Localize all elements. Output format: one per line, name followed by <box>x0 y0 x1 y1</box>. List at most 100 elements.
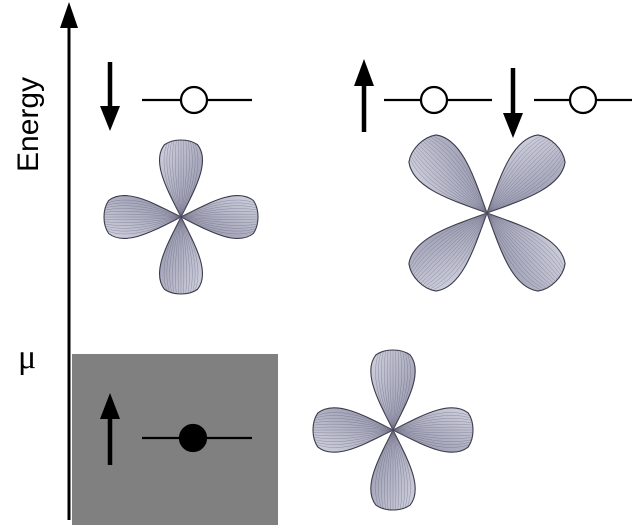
lobe-shading-line <box>413 151 488 214</box>
lobe-shading-line <box>180 141 193 218</box>
lobe-shading-line <box>104 216 182 223</box>
lobe-shading-line <box>486 212 541 291</box>
lobe-shading-line <box>392 353 411 431</box>
lobe-shading-line <box>180 140 185 218</box>
lobe-shading-line <box>410 212 488 270</box>
lobe-shading-line <box>180 143 199 218</box>
lobe-shading-line <box>427 138 488 214</box>
lobe-up <box>486 134 566 214</box>
lobe-shading-line <box>433 212 488 291</box>
lobe-shading-line <box>486 135 541 214</box>
lobe-shading-line <box>180 208 258 218</box>
lobe-shading-line <box>316 412 394 431</box>
lobe-shading-line <box>392 429 473 437</box>
lobe-shading-line <box>163 216 182 291</box>
d-orbital-upper-right <box>408 134 566 292</box>
lobe-shading-line <box>418 144 488 214</box>
lobe-shading-line <box>486 212 558 280</box>
lobe-left <box>312 407 395 453</box>
lobe-shading-line <box>486 151 561 214</box>
lobe-shading-line <box>392 423 473 431</box>
lobe-shading-line <box>105 216 182 229</box>
lobe-shading-line <box>412 153 488 214</box>
spin-up-arrowhead <box>354 59 374 86</box>
lobe-shading-line <box>413 212 488 275</box>
empty-state-circle <box>179 85 209 115</box>
lobe-shading-line <box>392 429 411 507</box>
lobe-shading-line <box>392 426 473 431</box>
lobe-shading-line <box>378 352 394 431</box>
level-upper-left <box>100 62 252 131</box>
lobe-shading-line <box>314 418 394 431</box>
lobe-shading-line <box>414 148 488 214</box>
energy-axis-label: Energy <box>12 77 45 172</box>
lobe-shading-line <box>384 429 394 509</box>
lobe-up <box>159 139 203 219</box>
lobe-shading-line <box>381 351 394 431</box>
lobe-shading-line <box>180 216 258 226</box>
lobe-shading-line <box>486 144 556 214</box>
lobe-shading-line <box>107 216 182 235</box>
lobe-shading-line <box>486 159 565 214</box>
spin-up-arrowhead <box>100 393 120 419</box>
lobe-shading-line <box>486 146 558 214</box>
lobe-shading-line <box>412 212 488 273</box>
lobe-shading-line <box>430 136 488 214</box>
lobe-shading-line <box>392 429 408 508</box>
lobe-shading-line <box>166 216 182 292</box>
lobe-shading-line <box>392 429 405 509</box>
lobe-shading-line <box>384 351 394 431</box>
lobe-shading-line <box>486 212 552 286</box>
lobe-shading-line <box>420 142 488 214</box>
d-orbital-upper-left <box>103 139 259 295</box>
lobe-shading-line <box>175 140 182 218</box>
lobe-shading-line <box>180 199 255 218</box>
lobe-shading-line <box>166 142 182 218</box>
lobe-shading-line <box>416 212 488 280</box>
lobe-shading-line <box>381 429 394 509</box>
lobe-shading-line <box>104 213 182 218</box>
lobe-shading-line <box>392 352 408 431</box>
lobe-shading-line <box>392 350 400 431</box>
lobe-shading-line <box>104 216 182 226</box>
lobe-shading-line <box>180 216 185 294</box>
lobe-shading-line <box>314 421 394 431</box>
energy-axis <box>60 2 78 520</box>
lobe-down <box>408 212 488 292</box>
lobe-shading-line <box>486 148 560 214</box>
lobe-shading-line <box>392 429 400 510</box>
lobe-shading-line <box>172 140 182 218</box>
lobe-right <box>179 195 259 239</box>
lobe-shading-line <box>313 423 394 431</box>
energy-axis-arrowhead <box>60 2 78 28</box>
lobe-shading-line <box>425 212 488 287</box>
lobe-shading-line <box>313 429 394 434</box>
lobe-shading-line <box>409 159 488 214</box>
lobe-shading-line <box>104 208 182 218</box>
lobe-shading-line <box>163 143 182 218</box>
lobe-down <box>159 215 203 295</box>
lobe-shading-line <box>486 212 560 278</box>
lobe-shading-line <box>180 216 258 223</box>
lobe-shading-line <box>486 212 554 284</box>
lobe-shading-line <box>180 216 196 292</box>
lobe-shading-line <box>486 136 544 214</box>
lobe-shading-line <box>169 216 182 293</box>
lobe-shading-line <box>486 142 554 214</box>
lobe-shading-line <box>315 429 394 445</box>
lobe-right <box>486 212 566 292</box>
lobe-shading-line <box>107 199 182 218</box>
d-orbital-lower-right <box>312 349 474 511</box>
lobe-shading-line <box>486 156 564 214</box>
lobe-shading-line <box>175 216 182 294</box>
lobe-shading-line <box>177 140 182 218</box>
spin-down-arrowhead <box>100 106 120 131</box>
lobe-shading-line <box>180 140 187 218</box>
empty-state-circle <box>419 85 449 115</box>
lobe-shading-line <box>389 429 394 510</box>
lobe-shading-line <box>392 429 397 510</box>
lobe-shading-line <box>386 429 394 510</box>
lobe-shading-line <box>180 142 196 218</box>
lobe-shading-line <box>422 140 488 214</box>
